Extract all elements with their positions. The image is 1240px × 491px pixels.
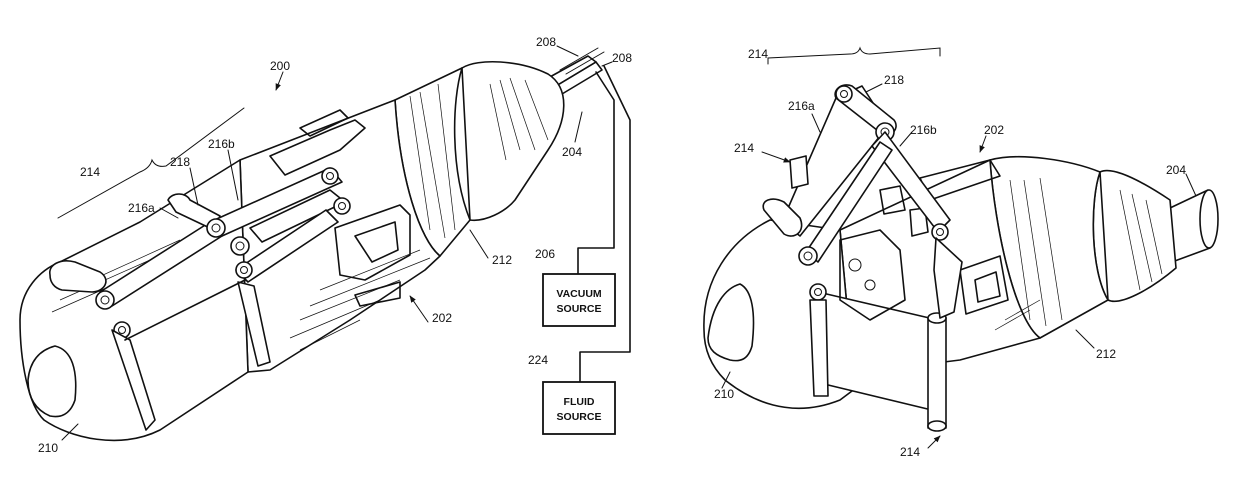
label-224: 224	[528, 353, 548, 367]
left-device-figure: VACUUM SOURCE FLUID SOURCE 200 208 208 2…	[20, 35, 632, 455]
label-202-right: 202	[984, 123, 1004, 137]
label-210-right: 210	[714, 387, 734, 401]
label-204-right: 204	[1166, 163, 1186, 177]
label-218-left: 218	[170, 155, 190, 169]
fluid-source-line1: FLUID	[564, 396, 595, 408]
vacuum-source-box: VACUUM SOURCE	[543, 274, 615, 326]
label-204-left: 204	[562, 145, 582, 159]
vacuum-source-line1: VACUUM	[556, 288, 602, 300]
label-206: 206	[535, 247, 555, 261]
label-214-right-pointer: 214	[734, 141, 754, 155]
label-216b-right: 216b	[910, 123, 937, 137]
right-device-figure: 214 218 216a 216b 214 202 204 210 212 21…	[704, 47, 1218, 459]
label-202-left: 202	[432, 311, 452, 325]
label-216b-left: 216b	[208, 137, 235, 151]
label-208-b: 208	[612, 51, 632, 65]
label-214-left: 214	[80, 165, 100, 179]
label-212-left: 212	[492, 253, 512, 267]
label-200: 200	[270, 59, 290, 73]
label-218-right: 218	[884, 73, 904, 87]
label-208-a: 208	[536, 35, 556, 49]
fluid-source-box: FLUID SOURCE	[543, 382, 615, 434]
fluid-source-line2: SOURCE	[557, 411, 602, 423]
label-210-left: 210	[38, 441, 58, 455]
bracket-214-right	[768, 48, 940, 64]
label-216a-right: 216a	[788, 99, 815, 113]
label-216a-left: 216a	[128, 201, 155, 215]
vacuum-source-line2: SOURCE	[557, 303, 602, 315]
vacuum-line	[578, 72, 614, 274]
label-212-right: 212	[1096, 347, 1116, 361]
label-214-right-bottom: 214	[900, 445, 920, 459]
label-214-right-top: 214	[748, 47, 768, 61]
fluid-line	[580, 66, 630, 382]
